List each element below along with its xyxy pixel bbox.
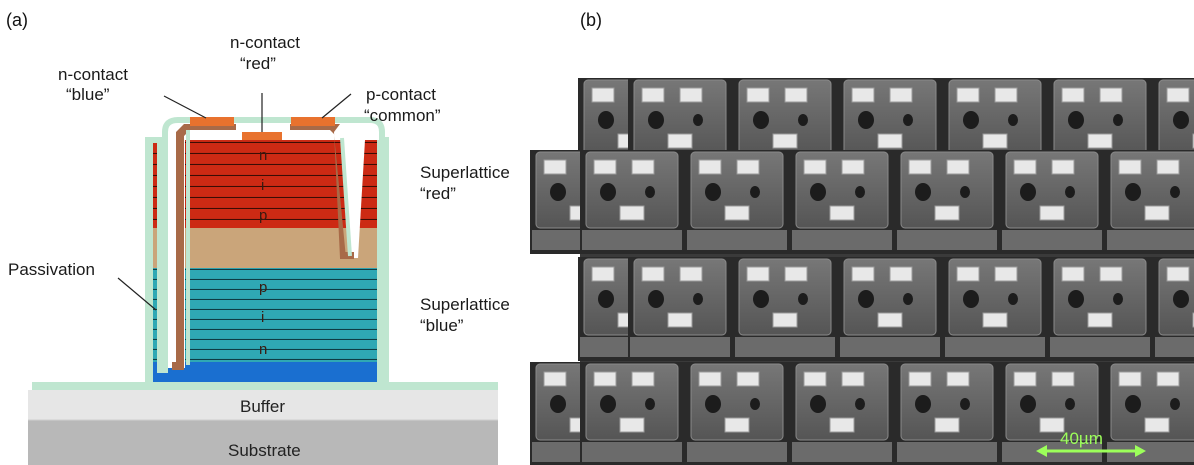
label-passivation: Passivation: [8, 260, 95, 279]
layer-letter-red-p: p: [259, 207, 267, 224]
mesa-cell: [790, 362, 895, 465]
layer-letter-red-n: n: [259, 147, 267, 164]
substrate-layer: [28, 420, 498, 465]
mesa-cell: [1000, 150, 1105, 254]
layer-letter-blue-n: n: [259, 341, 267, 358]
passivation-outline: [145, 117, 389, 382]
label-n-contact-red-1: n-contact: [230, 33, 300, 52]
n-contact-blue-pad: [190, 117, 234, 126]
passivation-base: [32, 382, 498, 390]
mesa-cell: [895, 150, 1000, 254]
label-p-contact-1: p-contact: [366, 85, 436, 104]
label-superlattice-red-2: “red”: [420, 184, 456, 203]
mesa-cell: [1105, 150, 1194, 254]
mesa-cell: [1153, 257, 1194, 361]
label-n-contact-blue-1: n-contact: [58, 65, 128, 84]
blue-base-layer: [150, 362, 382, 382]
mesa-cell: [628, 257, 733, 361]
mesa-cell: [895, 362, 1000, 465]
mesa-cell: [685, 150, 790, 254]
mesa-cell: [580, 362, 685, 465]
scale-bar-label: 40µm: [1060, 429, 1103, 448]
mesa-cell: [1048, 257, 1153, 361]
label-n-contact-blue-2: “blue”: [66, 85, 110, 104]
mesa-cell: [1105, 362, 1194, 465]
panel-label-a: (a): [6, 10, 28, 30]
mesa-cell: [733, 257, 838, 361]
layer-letter-blue-p: p: [259, 279, 267, 296]
panel-label-b: (b): [580, 10, 602, 30]
mesa-cell: [580, 150, 685, 254]
buffer-layer: [28, 390, 498, 420]
mesa-cell: [943, 257, 1048, 361]
n-contact-red-pad: [242, 132, 282, 140]
mesa-cell: [838, 257, 943, 361]
layer-letter-red-i: i: [261, 177, 264, 194]
label-superlattice-blue-1: Superlattice: [420, 295, 510, 314]
right-contact-liner: [290, 124, 346, 258]
device-cross-section: n i p p i n n-contact “blue” n-contact “…: [8, 33, 510, 465]
mesa-array: [530, 78, 1194, 465]
label-buffer: Buffer: [240, 397, 285, 416]
mesa-cell: [790, 150, 895, 254]
mesa-cell: [685, 362, 790, 465]
label-substrate: Substrate: [228, 441, 301, 460]
label-p-contact-2: “common”: [364, 106, 441, 125]
label-n-contact-red-2: “red”: [240, 54, 276, 73]
scale-bar: [1036, 445, 1146, 457]
layer-letter-blue-i: i: [261, 309, 264, 326]
p-contact-common-pad: [291, 117, 335, 126]
label-superlattice-red-1: Superlattice: [420, 163, 510, 182]
sem-micrograph: 40µm: [530, 78, 1194, 465]
label-superlattice-blue-2: “blue”: [420, 316, 464, 335]
left-contact-liner: [176, 124, 236, 368]
